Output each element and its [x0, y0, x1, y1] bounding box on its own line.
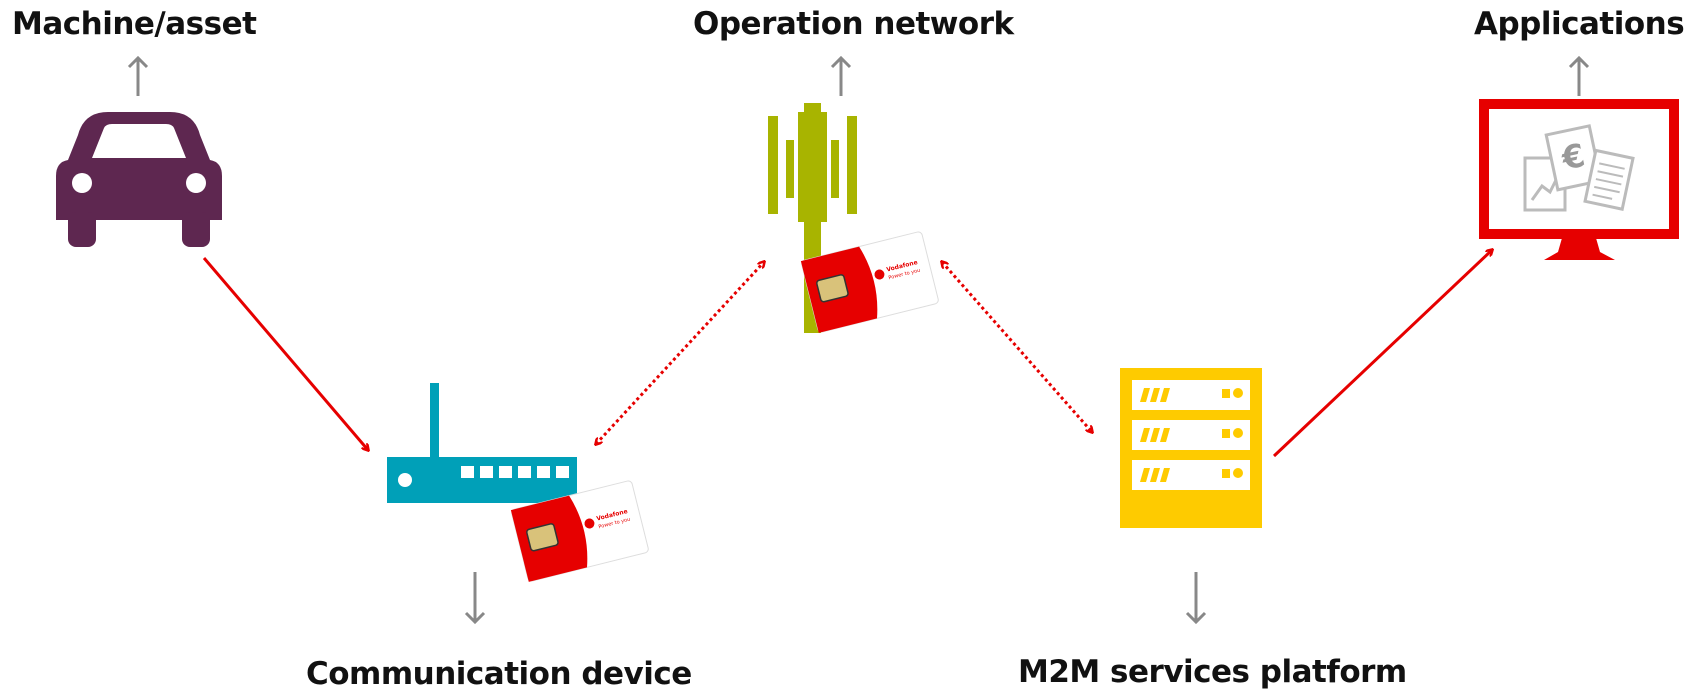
communication-device-label: Communication device — [306, 656, 692, 692]
down-arrow-platform — [1185, 572, 1207, 625]
text-document-icon — [1583, 148, 1635, 211]
sim-card-icon: Vodafone Power to you — [510, 480, 649, 582]
router-tower-link-arrow — [596, 262, 764, 444]
machine-asset-label: Machine/asset — [12, 6, 257, 42]
up-arrow-network — [830, 55, 852, 96]
m2m-services-platform-label: M2M services platform — [1018, 654, 1407, 690]
router-icon — [387, 383, 577, 503]
monitor-documents-icon: € — [1479, 99, 1679, 260]
up-arrow-applications — [1568, 55, 1590, 96]
platform-to-applications-arrow — [1272, 250, 1492, 458]
down-arrow-device — [464, 572, 486, 625]
applications-label: Applications — [1474, 6, 1685, 42]
sim-card-icon: Vodafone Power to you — [800, 231, 939, 333]
car-to-router-arrow — [202, 257, 368, 450]
tower-platform-link-arrow — [942, 262, 1092, 432]
car-icon — [56, 112, 222, 247]
operation-network-label: Operation network — [693, 6, 1014, 42]
up-arrow-machine — [127, 55, 149, 96]
server-rack-icon — [1120, 368, 1262, 528]
